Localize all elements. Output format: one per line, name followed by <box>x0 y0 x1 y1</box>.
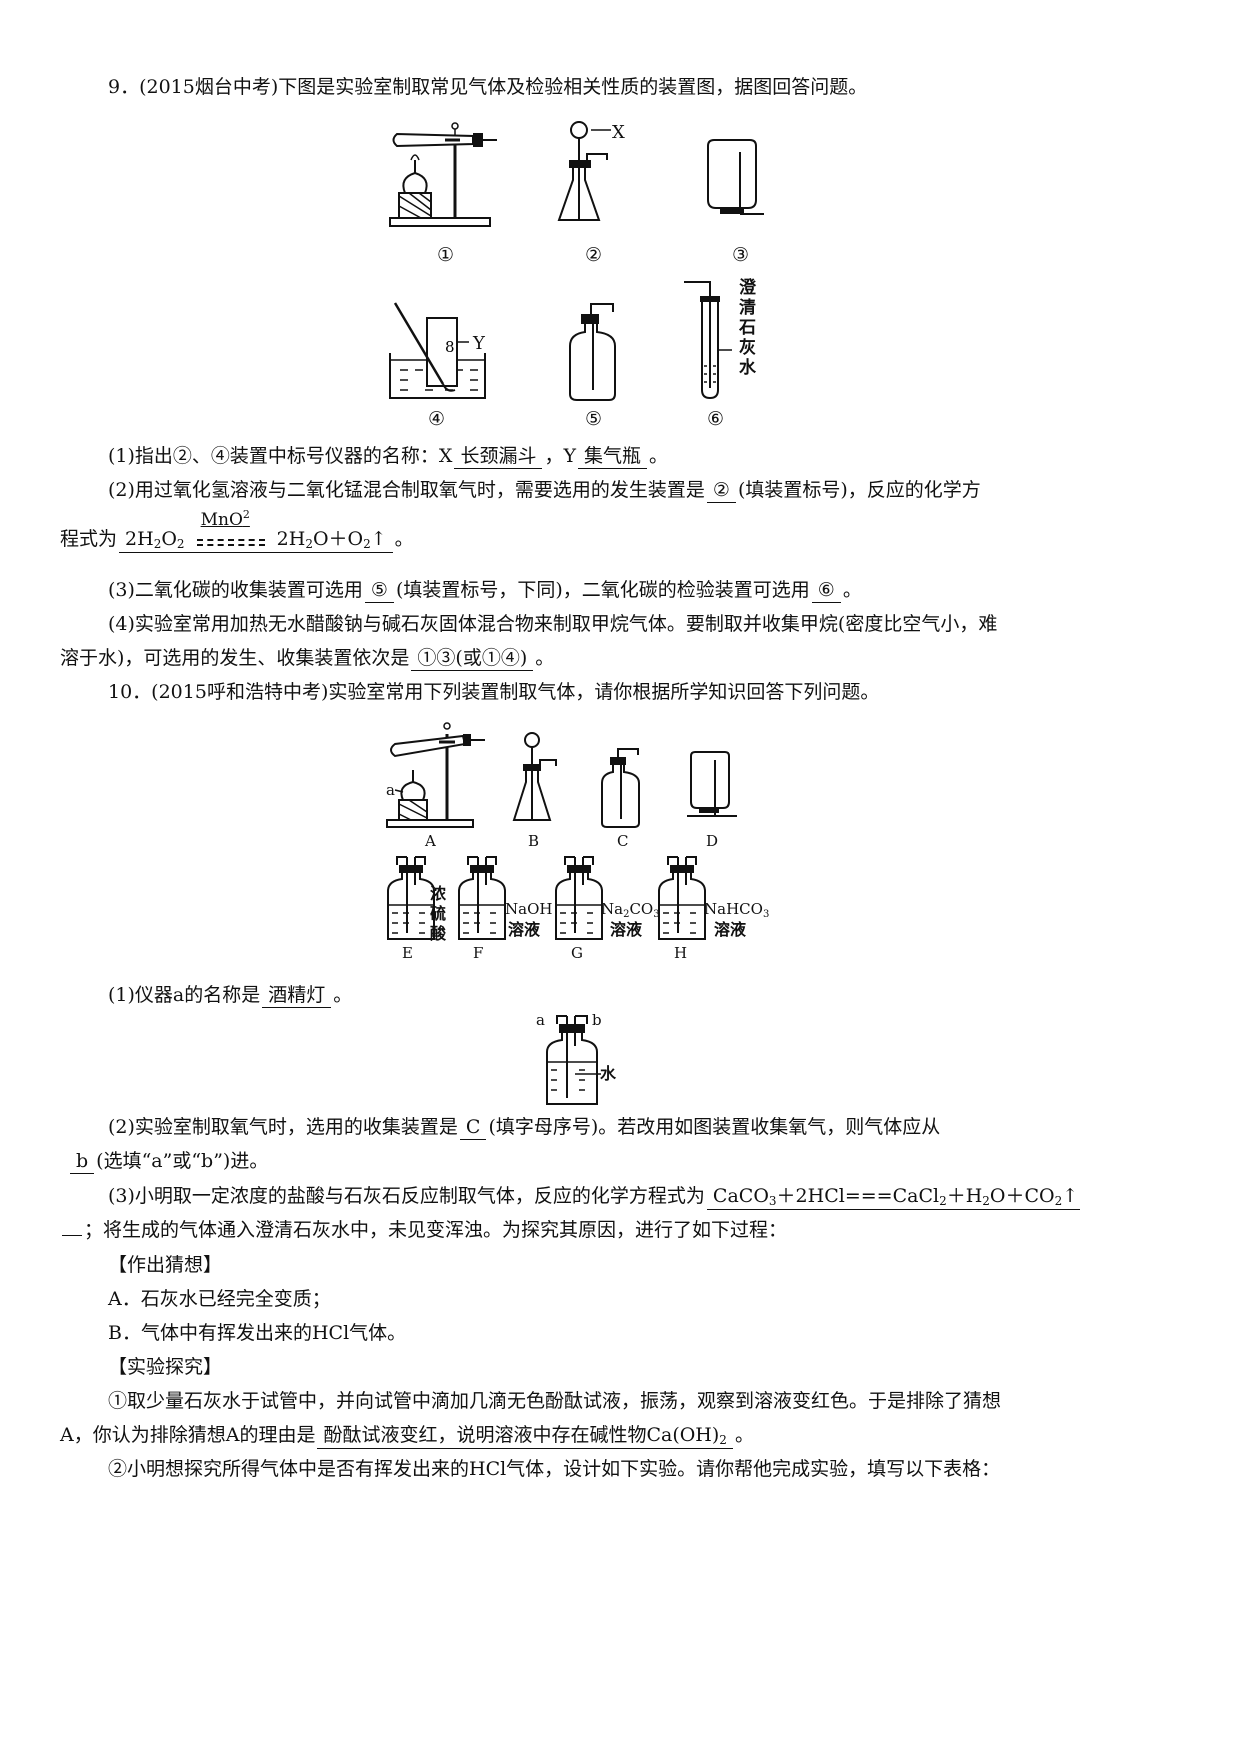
answer-x: 长颈漏斗 <box>454 447 543 469</box>
water-bottle-figure <box>546 1015 601 1105</box>
experiment-1: ①取少量石灰水于试管中，并向试管中滴加几滴无色酚酞试液，振荡，观察到溶液变红色。… <box>108 1390 1002 1412</box>
apparatus-E-figure <box>387 856 435 940</box>
label-B: B <box>528 832 540 850</box>
answer-y: 集气瓶 <box>578 447 648 469</box>
apparatus-D-figure <box>687 751 737 817</box>
answer-inlet: b <box>70 1152 95 1174</box>
guess-heading: 【作出猜想】 <box>108 1254 223 1276</box>
bottle-label-b: b <box>592 1011 602 1029</box>
q10-part3-line2: ；将生成的气体通入澄清石灰水中，未见变浑浊。为探究其原因，进行了如下过程： <box>60 1221 787 1240</box>
answer-methane: ①③(或①④) <box>411 649 534 671</box>
label-2: ② <box>585 244 603 266</box>
label-a: a <box>386 781 395 799</box>
lime-char-2: 清 <box>739 298 756 318</box>
label-A: A <box>425 832 436 850</box>
answer-reason: 酚酞试液变红，说明溶液中存在碱性物Ca(OH)2 <box>317 1426 733 1449</box>
label-h-1: NaHCO3 <box>704 900 770 920</box>
label-h-2: 溶液 <box>714 920 747 939</box>
apparatus-G-figure <box>555 856 603 940</box>
apparatus-A-figure <box>386 722 485 828</box>
bottle-label-a: a <box>536 1011 545 1029</box>
lime-char-5: 水 <box>739 358 756 378</box>
apparatus-6-figure <box>684 281 732 400</box>
answer-continuation <box>62 1233 82 1236</box>
apparatus-1-figure <box>389 122 497 227</box>
bottle-label-water: 水 <box>600 1064 617 1083</box>
apparatus-H-figure <box>658 856 706 940</box>
apparatus-F-figure <box>458 856 506 940</box>
lime-char-3: 石 <box>739 318 756 338</box>
apparatus-3-figure <box>707 139 764 215</box>
label-f-1: NaOH <box>505 900 553 918</box>
apparatus-2-figure <box>557 121 611 221</box>
label-1: ① <box>437 244 455 266</box>
apparatus-C-figure <box>601 748 640 828</box>
experiment-heading: 【实验探究】 <box>108 1356 223 1378</box>
lime-char-4: 灰 <box>739 338 756 358</box>
answer-collect: C <box>459 1118 487 1140</box>
q9-header: 9．(2015烟台中考)下图是实验室制取常见气体及检验相关性质的装置图，据图回答… <box>108 76 868 98</box>
apparatus-5-figure <box>569 303 616 401</box>
label-G: G <box>571 944 583 962</box>
apparatus-B-figure <box>512 732 557 821</box>
answer-equation: 2H2O2 MnO2 2H2O＋O2↑ <box>119 509 393 553</box>
label-6: ⑥ <box>707 408 725 430</box>
q9-part4-line1: (4)实验室常用加热无水醋酸钠与碱石灰固体混合物来制取甲烷气体。要制取并收集甲烷… <box>108 613 998 635</box>
label-x: X <box>612 122 625 143</box>
label-F: F <box>473 944 484 962</box>
label-H: H <box>674 944 688 962</box>
svg-text:8: 8 <box>445 338 455 356</box>
label-5: ⑤ <box>585 408 603 430</box>
label-e-3: 酸 <box>430 924 447 943</box>
label-y: Y <box>473 333 485 354</box>
answer-co2-collect: ⑤ <box>364 581 394 603</box>
label-E: E <box>402 944 413 962</box>
label-4: ④ <box>428 408 446 430</box>
apparatus-4-figure: 8 <box>389 302 486 399</box>
answer-lamp: 酒精灯 <box>262 986 332 1008</box>
answer-caco3-equation: CaCO3＋2HCl===CaCl2＋H2O＋CO2↑ <box>706 1187 1081 1210</box>
label-e-2: 硫 <box>430 904 447 923</box>
experiment-2: ②小明想探究所得气体中是否有挥发出来的HCl气体，设计如下实验。请你帮他完成实验… <box>108 1458 1001 1480</box>
lime-char-1: 澄 <box>739 278 756 298</box>
answer-co2-test: ⑥ <box>811 581 841 603</box>
guess-a: A．石灰水已经完全变质； <box>108 1288 331 1310</box>
label-g-2: 溶液 <box>610 920 643 939</box>
catalyst-label: MnO2 <box>200 508 250 530</box>
label-D: D <box>706 832 719 850</box>
label-e-1: 浓 <box>430 884 447 903</box>
experiment-1-line2: A，你认为排除猜想A的理由是酚酞试液变红，说明溶液中存在碱性物Ca(OH)2。 <box>60 1424 754 1449</box>
q10-part1: (1)仪器a的名称是酒精灯。 <box>108 984 353 1008</box>
label-f-2: 溶液 <box>508 920 541 939</box>
label-g-1: Na2CO3 <box>601 900 660 920</box>
q10-part2-line2: b(选填“a”或“b”)进。 <box>68 1152 268 1174</box>
q10-header: 10．(2015呼和浩特中考)实验室常用下列装置制取气体，请你根据所学知识回答下… <box>108 681 880 703</box>
answer-generator: ② <box>706 481 736 503</box>
label-C: C <box>617 832 629 850</box>
label-3: ③ <box>732 244 750 266</box>
guess-b: B．气体中有挥发出来的HCl气体。 <box>108 1322 407 1344</box>
